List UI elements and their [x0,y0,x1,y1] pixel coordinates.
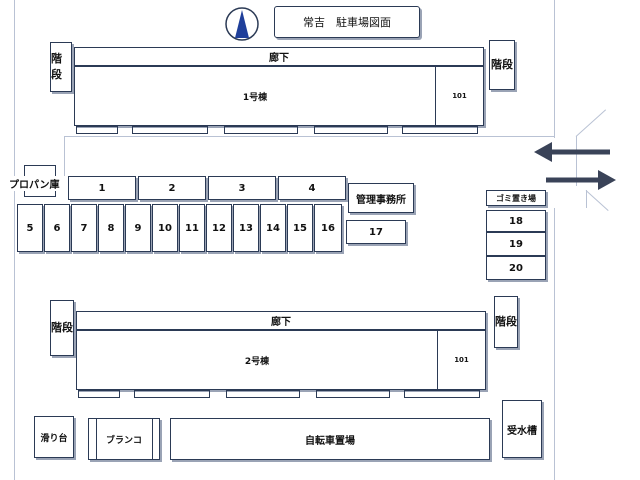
garbage-area: ゴミ置き場 [486,190,546,206]
building2-corridor: 廊下 [76,311,486,330]
road-edge-left [64,136,65,176]
building1-balcony-5 [402,126,478,134]
propane-storage-label: プロパン庫 [8,176,61,191]
parking-lot-6: 6 [44,204,70,252]
entrance-side-upper [576,136,577,186]
room-label: 101 [452,92,467,100]
lot-number: 11 [185,222,199,234]
entrance-arrows-icon [534,142,616,190]
north-compass-icon [225,7,259,41]
building2: 2号棟 [76,330,438,390]
building2-balcony-3 [226,390,300,398]
slide-label: 滑り台 [40,433,68,444]
parking-lot-1: 1 [68,176,136,200]
parking-lot-19: 19 [486,232,546,256]
parking-lot-20: 20 [486,256,546,280]
corridor-label: 廊下 [269,53,289,64]
building1-balcony-3 [224,126,298,134]
building1-stairs-left: 階段 [50,42,72,92]
building2-room-101: 101 [437,330,486,390]
lot-number: 13 [239,222,253,234]
building1-room-101: 101 [435,66,484,126]
entrance-line-top [575,109,607,137]
lot-number: 12 [212,222,226,234]
slide: 滑り台 [34,416,74,458]
parking-lot-18: 18 [486,210,546,232]
parking-lot-16: 16 [314,204,342,252]
parking-lot-5: 5 [17,204,43,252]
parking-lot-3: 3 [208,176,276,200]
corridor-label: 廊下 [271,317,291,328]
entrance-side-lower [586,190,587,208]
stairs-label: 階段 [495,315,517,328]
lot-number: 16 [321,222,335,234]
lot-number: 9 [134,222,142,234]
lot-number: 6 [53,222,61,234]
road-edge-top [64,136,554,137]
parking-lot-17: 17 [346,220,406,244]
parking-lot-10: 10 [152,204,178,252]
building1-balcony-1 [76,126,118,134]
swing-post-right [152,418,153,460]
site-boundary-left [14,0,15,480]
parking-lot-13: 13 [233,204,259,252]
swing: ブランコ [88,418,160,460]
parking-lot-7: 7 [71,204,97,252]
lot-number: 7 [80,222,88,234]
lot-number: 2 [168,182,176,194]
stairs-label: 階段 [51,321,73,334]
lot-number: 14 [266,222,280,234]
site-boundary-right-lower [554,208,555,480]
lot-number: 5 [26,222,34,234]
swing-post-left [96,418,97,460]
swing-label: ブランコ [105,435,142,446]
site-boundary-right [554,0,555,138]
building1-label: 1号棟 [242,92,268,103]
building1-balcony-2 [132,126,208,134]
lot-number: 17 [369,226,383,238]
stairs-label: 階段 [491,58,513,71]
lot-number: 19 [509,238,523,250]
water-tank-label: 受水槽 [507,425,537,437]
lot-number: 4 [308,182,316,194]
bicycle-parking: 自転車置場 [170,418,490,460]
building2-balcony-2 [134,390,210,398]
parking-lot-12: 12 [206,204,232,252]
bicycle-parking-label: 自転車置場 [305,435,355,447]
building1: 1号棟 [74,66,436,126]
parking-lot-15: 15 [287,204,313,252]
water-tank: 受水槽 [502,400,542,458]
garbage-area-label: ゴミ置き場 [496,193,536,203]
building2-stairs-left: 階段 [50,300,74,356]
building1-stairs-right: 階段 [489,40,515,90]
lot-number: 10 [158,222,172,234]
lot-number: 18 [509,215,523,227]
management-office: 管理事務所 [348,183,414,213]
lot-number: 1 [98,182,106,194]
parking-lot-14: 14 [260,204,286,252]
lot-number: 3 [238,182,246,194]
lot-number: 8 [107,222,115,234]
lot-number: 15 [293,222,307,234]
management-office-label: 管理事務所 [356,194,406,206]
parking-lot-9: 9 [125,204,151,252]
parking-lot-11: 11 [179,204,205,252]
parking-lot-4: 4 [278,176,346,200]
building2-balcony-5 [404,390,480,398]
stairs-label: 階段 [51,52,62,81]
map-title: 常吉 駐車場図面 [274,6,420,38]
building1-corridor: 廊下 [74,47,484,66]
lot-number: 20 [509,262,523,274]
parking-lot-8: 8 [98,204,124,252]
building2-label: 2号棟 [244,356,270,367]
building1-balcony-4 [314,126,388,134]
parking-lot-2: 2 [138,176,206,200]
building2-balcony-1 [78,390,120,398]
building2-stairs-right: 階段 [494,296,518,348]
map-title-text: 常吉 駐車場図面 [303,16,391,29]
room-label: 101 [454,356,469,364]
building2-balcony-4 [316,390,390,398]
